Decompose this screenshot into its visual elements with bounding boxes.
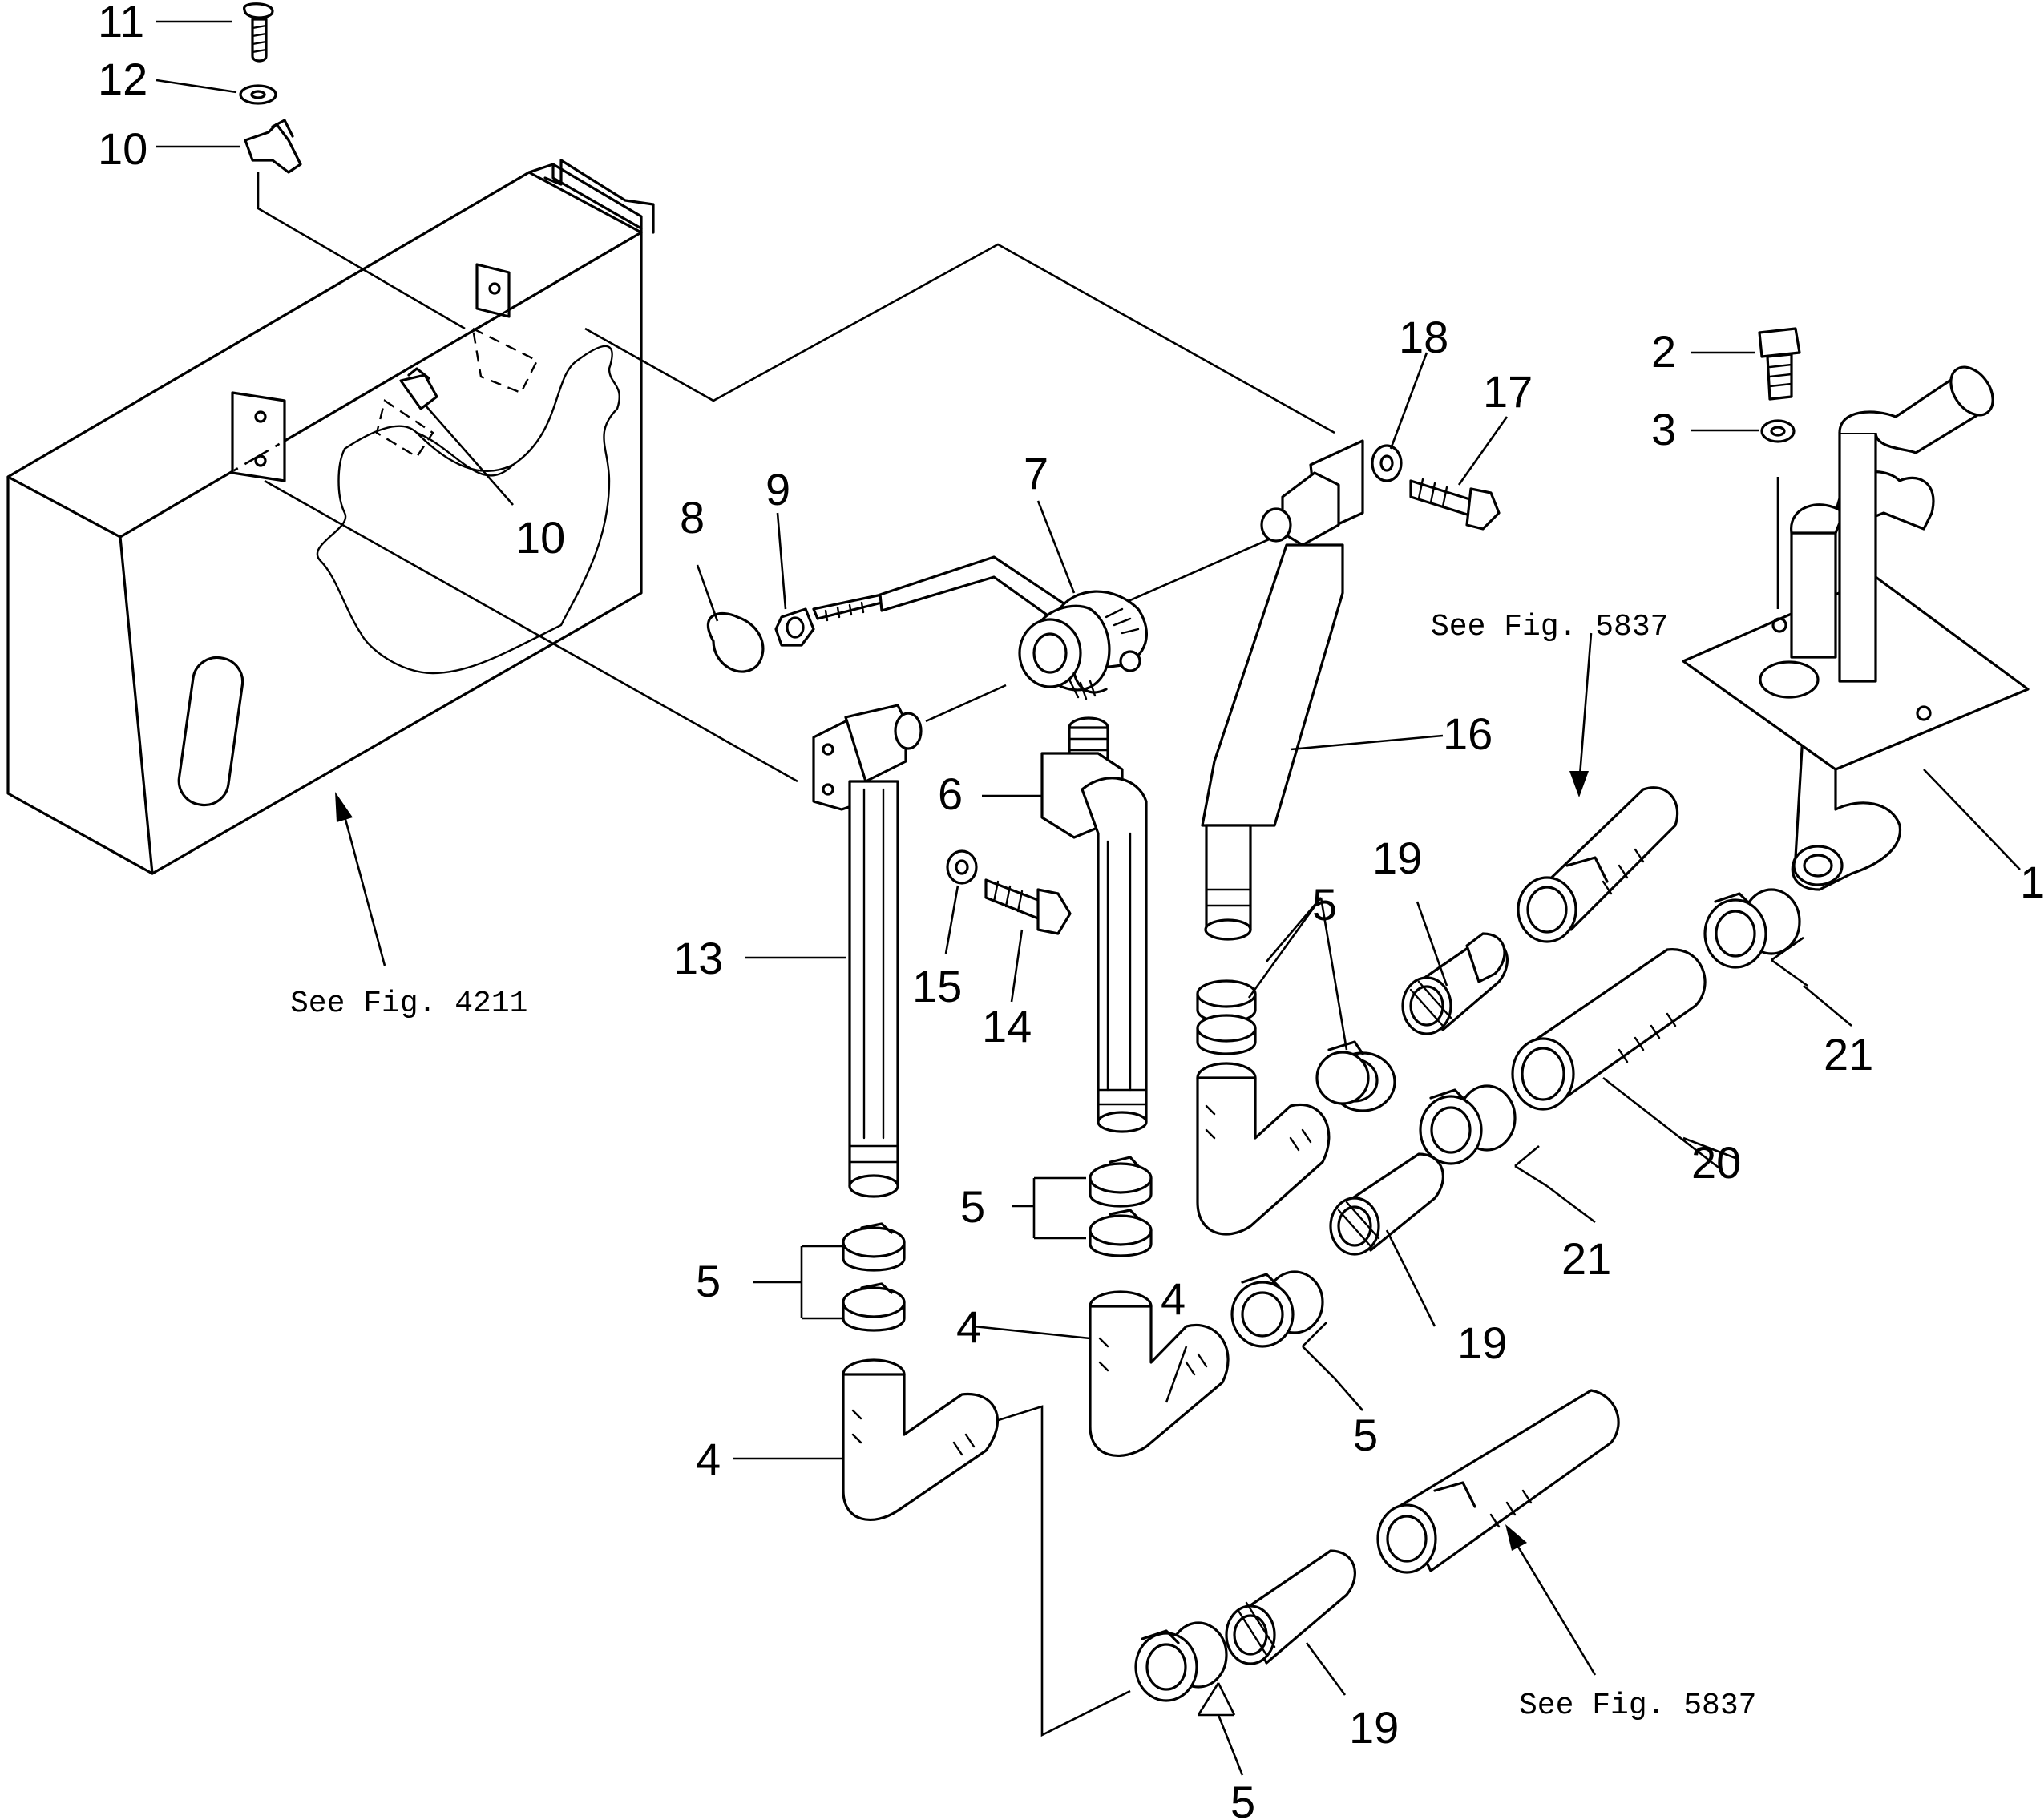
elbow-4-upper: [1196, 1062, 1331, 1236]
ref-fig-5837-lower: See Fig. 5837: [1519, 1689, 1756, 1723]
clamp-5-left-pair: [842, 1222, 906, 1332]
callout-19: 19: [1349, 1702, 1399, 1753]
callout-9: 9: [765, 464, 790, 515]
callout-21: 21: [1561, 1233, 1611, 1284]
ref-fig-4211: See Fig. 4211: [290, 987, 527, 1021]
callout-15: 15: [912, 961, 962, 1011]
callout-numbers: 11 12 10 10 18 17 2 3 7 9 8 1 16 6 19 5 …: [98, 0, 2044, 1820]
callout-3: 3: [1651, 404, 1676, 454]
callout-leaders: [156, 20, 2021, 1776]
callout-6: 6: [938, 769, 963, 819]
ref-arrows: [335, 632, 1597, 1676]
callout-10: 10: [98, 123, 147, 174]
clamp-21-upper: [1703, 888, 1801, 969]
tank: [6, 159, 655, 875]
callout-4: 4: [696, 1434, 721, 1484]
clamp-5-bottom: [1134, 1621, 1228, 1702]
callout-20: 20: [1691, 1137, 1741, 1188]
clamp-5-mid-pair: [1089, 1156, 1153, 1257]
hose-external-upper: [1517, 786, 1679, 943]
callout-5: 5: [1230, 1777, 1255, 1820]
assembly-lines: [257, 172, 1779, 1737]
washer-15: [946, 849, 978, 885]
callout-19: 19: [1457, 1318, 1507, 1368]
washer-12: [239, 84, 277, 105]
pipe-16: [1201, 439, 1364, 941]
callout-1: 1: [2020, 857, 2044, 907]
callout-4: 4: [1161, 1273, 1186, 1324]
callout-2: 2: [1651, 326, 1676, 377]
callout-19: 19: [1372, 833, 1422, 883]
callout-14: 14: [982, 1001, 1032, 1051]
callout-17: 17: [1483, 366, 1533, 417]
callout-7: 7: [1024, 448, 1048, 498]
hose-20: [1511, 948, 1707, 1111]
callout-5: 5: [1353, 1410, 1378, 1460]
callout-18: 18: [1399, 312, 1448, 362]
elbow-4-lower: [842, 1358, 1000, 1522]
bolt-2: [1758, 327, 1801, 401]
callout-12: 12: [98, 54, 147, 104]
callout-13: 13: [673, 933, 723, 983]
reference-labels: See Fig. 4211 See Fig. 5837 See Fig. 583…: [290, 610, 1756, 1723]
callout-16: 16: [1443, 708, 1493, 759]
bolt-14: [984, 878, 1072, 935]
valve-7: [812, 555, 1148, 700]
callout-5: 5: [696, 1256, 721, 1306]
clip-10: [244, 119, 302, 174]
clamp-5-upper-pair: [1196, 979, 1257, 1055]
callout-21: 21: [1824, 1029, 1873, 1079]
knob-8: [706, 611, 765, 673]
bolt-17: [1409, 478, 1501, 531]
tube-6: [1040, 716, 1148, 1133]
washer-18: [1371, 444, 1403, 482]
callout-10: 10: [515, 512, 565, 563]
callout-8: 8: [680, 492, 705, 543]
hose-external-lower: [1376, 1389, 1620, 1574]
connector-19-mid: [1329, 1152, 1444, 1256]
plate-1: [1682, 365, 2030, 891]
tube-13: [812, 704, 923, 1198]
callout-5: 5: [960, 1181, 985, 1232]
clamp-21-lower: [1419, 1084, 1517, 1165]
callout-11: 11: [98, 0, 144, 46]
clamp-5-c: [1315, 1040, 1396, 1112]
callout-4: 4: [956, 1301, 981, 1352]
connector-19-bottom: [1225, 1549, 1356, 1665]
screw-11: [243, 2, 274, 63]
nut-9: [774, 607, 815, 647]
callout-5: 5: [1312, 879, 1337, 930]
ref-fig-5837-upper: See Fig. 5837: [1431, 610, 1668, 644]
connector-19-upper: [1401, 932, 1509, 1035]
clamp-5-lower-mid: [1230, 1270, 1324, 1348]
elbow-4-mid: [1089, 1290, 1230, 1458]
washer-3: [1760, 419, 1796, 443]
